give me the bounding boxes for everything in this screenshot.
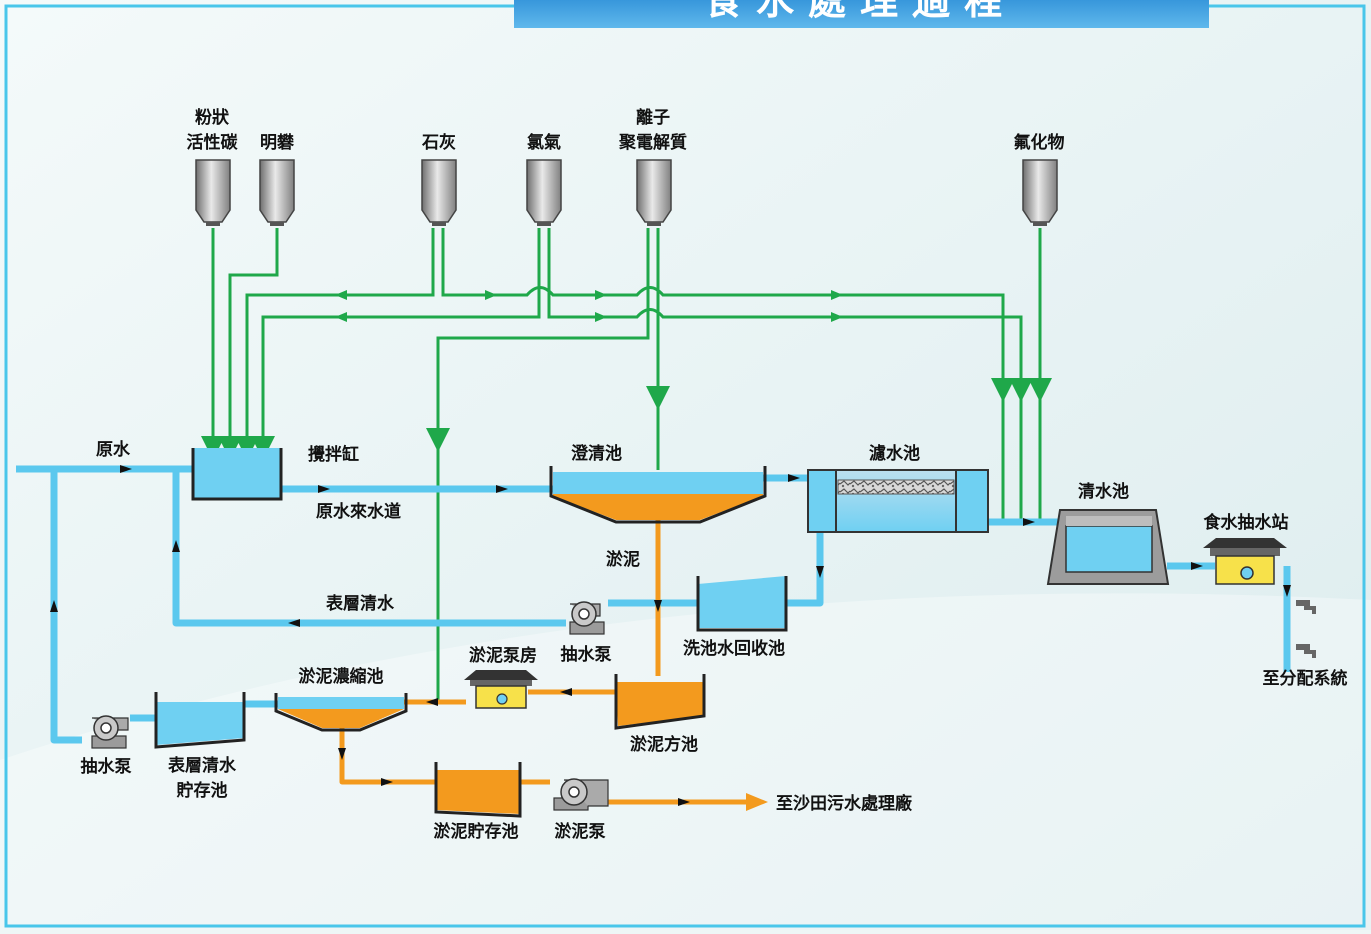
title-banner: 食水處理過程 [514,0,1209,28]
label-pump: 抽水泵 [561,644,612,665]
label-surface-water-tank-line2: 貯存池 [177,780,228,801]
sludge-thickener [274,693,408,732]
label-clear-water-tank: 清水池 [1078,481,1129,502]
mixing-tank [191,448,283,501]
label-pump-left: 抽水泵 [81,756,132,777]
hopper-fluoride [1022,159,1058,226]
label-sludge-pump: 淤泥泵 [555,821,606,842]
water-pipes [16,465,1291,744]
label-pumping-station: 食水抽水站 [1204,512,1289,533]
label-raw-water: 原水 [96,439,131,460]
label-polymer-line1: 離子 [636,107,670,128]
sludge-pump-house [464,670,538,709]
sludge-sump [614,674,706,730]
label-alum: 明礬 [260,132,295,153]
sludge-pump-icon [553,778,609,811]
label-pac-line2: 活性碳 [187,132,239,153]
label-filter-bed: 濾水池 [869,443,920,464]
surface-water-storage-tank [154,692,246,749]
label-lime: 石灰 [421,132,456,153]
chemical-flow-arrows [335,290,843,322]
label-pac-line1: 粉狀 [195,107,230,128]
pumping-station [1203,538,1287,585]
label-sludge: 淤泥 [606,549,640,570]
label-washwater-recovery-tank: 洗池水回收池 [683,638,785,659]
label-sludge-storage-tank: 淤泥貯存池 [434,821,519,842]
hopper-alum [259,159,295,226]
label-fluoride: 氟化物 [1014,132,1065,153]
pump-icon [569,601,605,635]
label-sludge-pump-house: 淤泥泵房 [469,645,537,666]
tap-icon [1296,600,1316,658]
label-raw-water-channel: 原水來水道 [316,501,401,522]
label-polymer-line2: 聚電解質 [618,132,687,153]
label-mixing-tank: 攪拌缸 [308,444,359,465]
hopper-lime [421,159,457,226]
label-clarifier: 澄清池 [571,443,622,464]
hopper-polymer [636,159,672,226]
page-title: 食水處理過程 [704,0,1016,23]
label-to-distribution: 至分配系統 [1263,668,1348,689]
diagonal-sheen [0,593,1371,930]
sludge-storage-tank [434,762,522,818]
clarifier [549,466,767,524]
sludge-flow-arrows [338,600,768,811]
filter-bed [807,469,989,533]
label-surface-water-tank-line1: 表層清水 [168,755,237,776]
hopper-pac [195,159,231,226]
label-to-sewage-works: 至沙田污水處理廠 [776,793,913,814]
label-sludge-thickener: 淤泥濃縮池 [299,666,384,687]
clear-water-tank [1046,509,1170,585]
label-surface-clear-water: 表層清水 [326,593,395,614]
water-flow-arrows [50,465,1291,627]
label-chlorine: 氯氣 [527,132,561,153]
washwater-recovery-tank [696,576,788,632]
pump-left-icon [91,715,129,749]
hopper-chlorine [526,159,562,226]
label-sludge-sump: 淤泥方池 [630,734,698,755]
